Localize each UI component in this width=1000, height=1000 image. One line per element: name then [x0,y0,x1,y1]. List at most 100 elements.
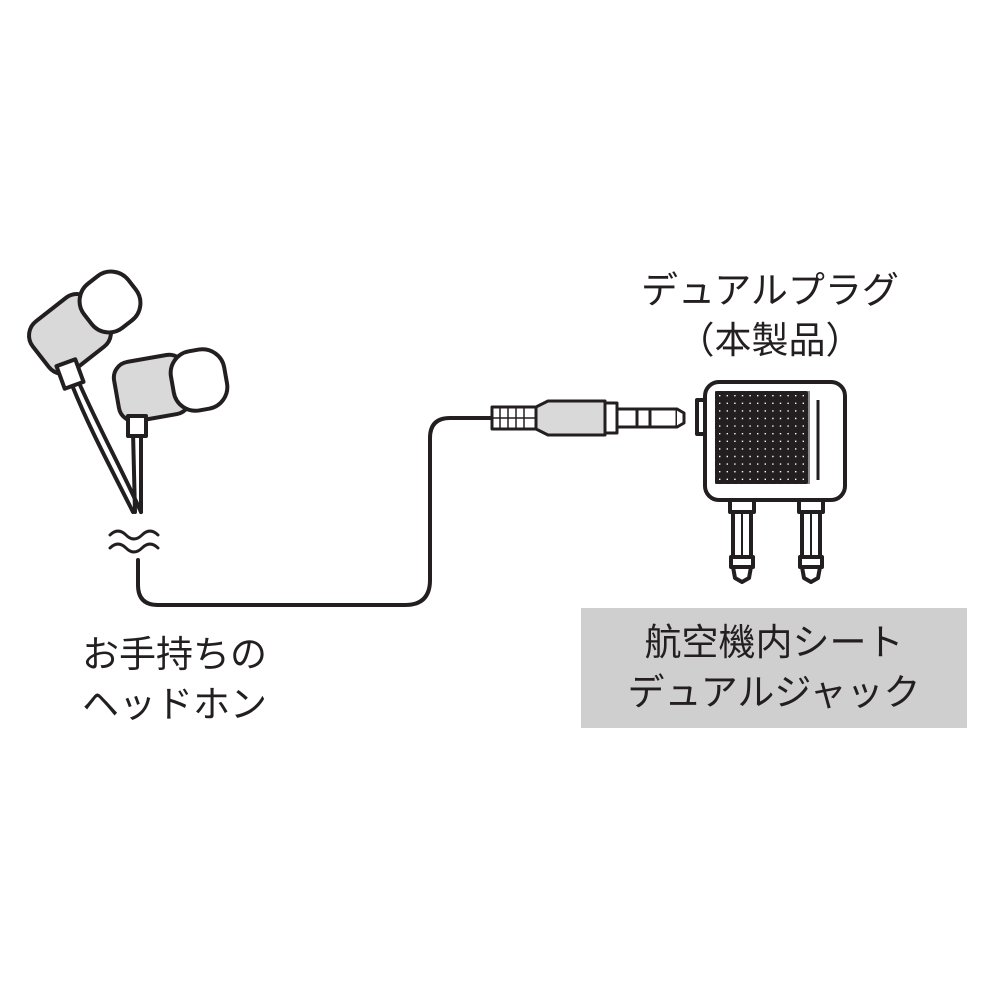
speaker-grid-hole [737,429,748,439]
speaker-grid-hole [737,398,748,409]
speaker-grid-hole [753,421,763,431]
speaker-grid-hole [737,421,748,431]
speaker-grid-hole [753,451,763,462]
speaker-grid-hole [722,467,732,477]
speaker-grid-hole [730,467,740,477]
speaker-grid-hole [791,406,801,416]
speaker-grid-hole [783,413,793,424]
seat-jack-label-line1: 航空機内シート [644,621,904,664]
speaker-grid-hole [798,421,808,431]
speaker-grid-hole [745,421,755,431]
speaker-grid-hole [715,429,725,439]
speaker-grid-hole [768,436,778,447]
speaker-grid-hole [791,429,801,439]
speaker-grid-hole [730,474,740,485]
speaker-grid-hole [798,429,808,439]
speaker-grid-hole [775,406,786,416]
speaker-grid-hole [730,459,740,469]
speaker-grid-hole [798,459,808,469]
speaker-grid-hole [791,413,801,424]
speaker-grid-hole [745,429,755,439]
speaker-grid-hole [745,444,755,454]
speaker-grid-hole [783,421,793,431]
speaker-grid-hole [791,467,801,477]
speaker-grid-hole [798,474,808,485]
speaker-grid-hole [715,413,725,424]
seat-jack-label-box: 航空機内シート デュアルジャック [581,608,967,728]
speaker-grid [715,391,808,485]
speaker-grid-hole [775,436,786,447]
speaker-grid-hole [745,398,755,409]
speaker-grid-hole [775,429,786,439]
speaker-grid-hole [745,436,755,447]
speaker-grid-hole [715,451,725,462]
speaker-grid-hole [760,413,770,424]
dual-plug-icon [695,380,847,584]
speaker-grid-hole [791,421,801,431]
speaker-grid-hole [730,391,740,401]
right-earbud-icon [111,347,230,438]
speaker-grid-hole [745,467,755,477]
speaker-grid-hole [730,436,740,447]
speaker-grid-hole [753,413,763,424]
speaker-grid-hole [715,474,725,485]
speaker-grid-hole [791,459,801,469]
speaker-grid-hole [760,474,770,485]
speaker-grid-hole [760,467,770,477]
speaker-grid-hole [783,474,793,485]
speaker-grid-hole [722,421,732,431]
speaker-grid-hole [768,413,778,424]
speaker-grid-hole [760,459,770,469]
speaker-grid-hole [768,429,778,439]
speaker-grid-hole [737,413,748,424]
speaker-grid-hole [791,444,801,454]
speaker-grid-hole [715,444,725,454]
speaker-grid-hole [722,444,732,454]
speaker-grid-hole [745,451,755,462]
dual-plug-label-line2: （本製品） [677,319,863,362]
speaker-grid-hole [775,413,786,424]
speaker-grid-hole [730,444,740,454]
speaker-grid-hole [730,398,740,409]
seat-jack-label-line2: デュアルジャック [627,671,921,714]
speaker-grid-hole [783,436,793,447]
headphones-label: お手持ちの ヘッドホン [82,630,267,730]
speaker-grid-hole [791,391,801,401]
speaker-grid-hole [753,429,763,439]
speaker-grid-hole [722,436,732,447]
speaker-grid-hole [737,391,748,401]
speaker-grid-hole [783,398,793,409]
speaker-grid-hole [737,459,748,469]
speaker-grid-hole [745,391,755,401]
speaker-grid-hole [737,444,748,454]
speaker-grid-hole [730,406,740,416]
headphone-cable [136,416,497,607]
speaker-grid-hole [775,451,786,462]
seat-jack-label: 航空機内シート デュアルジャック [581,618,967,718]
speaker-grid-hole [722,413,732,424]
speaker-grid-hole [775,421,786,431]
speaker-grid-hole [753,474,763,485]
speaker-grid-hole [791,474,801,485]
speaker-grid-hole [722,398,732,409]
speaker-grid-hole [722,459,732,469]
speaker-grid-hole [715,459,725,469]
earphone-cords [70,383,143,514]
speaker-grid-hole [760,391,770,401]
speaker-grid-hole [760,436,770,447]
speaker-grid-hole [768,398,778,409]
speaker-grid-hole [760,451,770,462]
speaker-grid-hole [722,451,732,462]
speaker-grid-hole [783,467,793,477]
speaker-grid-hole [798,467,808,477]
speaker-grid-hole [753,406,763,416]
speaker-grid-hole [768,421,778,431]
speaker-grid-hole [722,406,732,416]
speaker-grid-hole [715,421,725,431]
speaker-grid-hole [737,467,748,477]
speaker-grid-hole [715,398,725,409]
speaker-grid-hole [775,474,786,485]
speaker-grid-hole [745,406,755,416]
